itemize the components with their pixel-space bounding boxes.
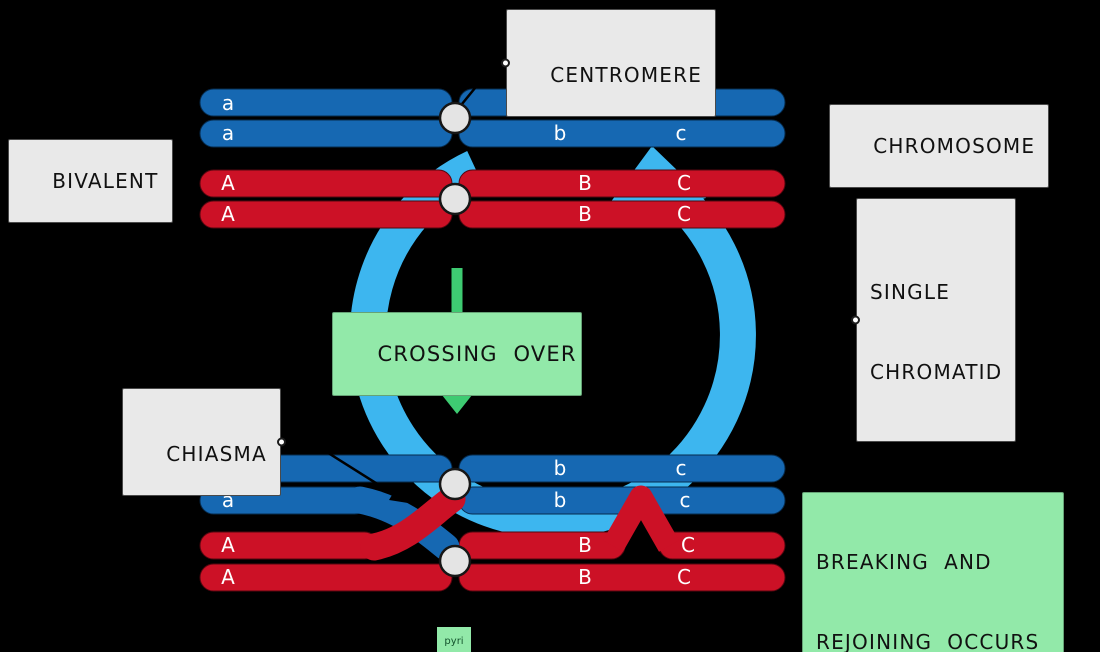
allele-C: C (677, 171, 691, 195)
breaking-line2: REJOINING OCCURS (816, 630, 1040, 652)
red-chromatid-1-right-arm-C (658, 531, 786, 560)
tag-dot-icon (851, 315, 860, 325)
tag-dot-icon (501, 58, 510, 68)
red-chromatid-1-right-arm (458, 169, 786, 198)
allele-c: c (676, 121, 687, 145)
allele-b: b (554, 488, 567, 512)
tag-dot-icon (276, 437, 286, 447)
chiasma-label-text: CHIASMA (166, 442, 267, 466)
single-chromatid-line1: SINGLE (870, 280, 951, 304)
red-chromatid-1-right-arm-B (458, 531, 626, 560)
allele-c: c (676, 456, 687, 480)
allele-A: A (221, 171, 235, 195)
single-chromatid-pointer-line (789, 213, 857, 238)
blue-chromatid-1-left-arm (199, 88, 453, 117)
allele-A: A (221, 202, 235, 226)
chiasma-pointer-arrowhead-icon (389, 485, 408, 503)
allele-C: C (681, 533, 695, 557)
cycle-arc (349, 151, 756, 538)
allele-C: C (677, 565, 691, 589)
red-chromatid-1-left-arm (199, 169, 453, 198)
centromere-pointer-line (461, 44, 511, 105)
blue-chromatid-1-right-arm (458, 454, 786, 483)
red-chromatid-2-left-arm (199, 563, 453, 592)
centromere-blue-top (438, 101, 472, 135)
chromosome-label-text: CHROMOSOME (873, 134, 1036, 158)
allele-B: B (578, 565, 592, 589)
single-chromatid-line2: CHROMATID (870, 360, 1003, 384)
allele-C: C (677, 202, 691, 226)
down-arrowhead-icon (438, 390, 476, 414)
bivalent-label-text: BIVALENT (52, 169, 159, 193)
bivalent-after: a b c a b c A B C A B C (199, 413, 786, 592)
red-strand-crossing-up (360, 485, 466, 561)
crossing-over-label: CROSSING OVER (332, 312, 582, 396)
breaking-line1: BREAKING AND (816, 550, 992, 574)
allele-c: c (680, 488, 691, 512)
chiasma-pointer-line (267, 413, 399, 499)
chiasma-label: CHIASMA (122, 388, 286, 496)
red-chromosome-top (199, 169, 786, 229)
allele-b: b (554, 121, 567, 145)
watermark-partial: pyri (437, 627, 471, 652)
allele-A: A (221, 533, 235, 557)
blue-chromatid-2-right-arm (458, 119, 786, 148)
centromere-red-bottom (438, 544, 472, 578)
red-chromatid-2-right-arm (458, 200, 786, 229)
allele-a: a (222, 121, 234, 145)
blue-chromatid-2-left-arm (199, 119, 453, 148)
centromere-blue-bottom (438, 467, 472, 501)
single-chromatid-label: SINGLE CHROMATID (851, 198, 1017, 442)
centromere-label-text: CENTROMERE (550, 63, 703, 87)
allele-a: a (222, 91, 234, 115)
centromere-label: CENTROMERE (501, 9, 717, 117)
bivalent-label: BIVALENT (8, 139, 173, 223)
blue-chromosome-bottom (199, 454, 786, 515)
chromosome-label: CHROMOSOME (829, 104, 1050, 188)
red-chromosome-bottom (199, 531, 786, 592)
allele-A: A (221, 565, 235, 589)
blue-chromosome-top (199, 88, 786, 148)
allele-b: b (554, 456, 567, 480)
allele-B: B (578, 533, 592, 557)
allele-B: B (578, 202, 592, 226)
red-chromatid-2-left-arm (199, 200, 453, 229)
red-chromatid-2-right-arm (458, 563, 786, 592)
watermark-text: pyri (444, 636, 464, 647)
breaking-rejoining-label: BREAKING AND REJOINING OCCURS (802, 492, 1064, 652)
crossing-over-label-text: CROSSING OVER (377, 342, 577, 366)
red-strand-loop-over (603, 485, 679, 552)
chiasma-crossover (346, 485, 679, 561)
allele-B: B (578, 171, 592, 195)
centromere-red-top (438, 182, 472, 216)
